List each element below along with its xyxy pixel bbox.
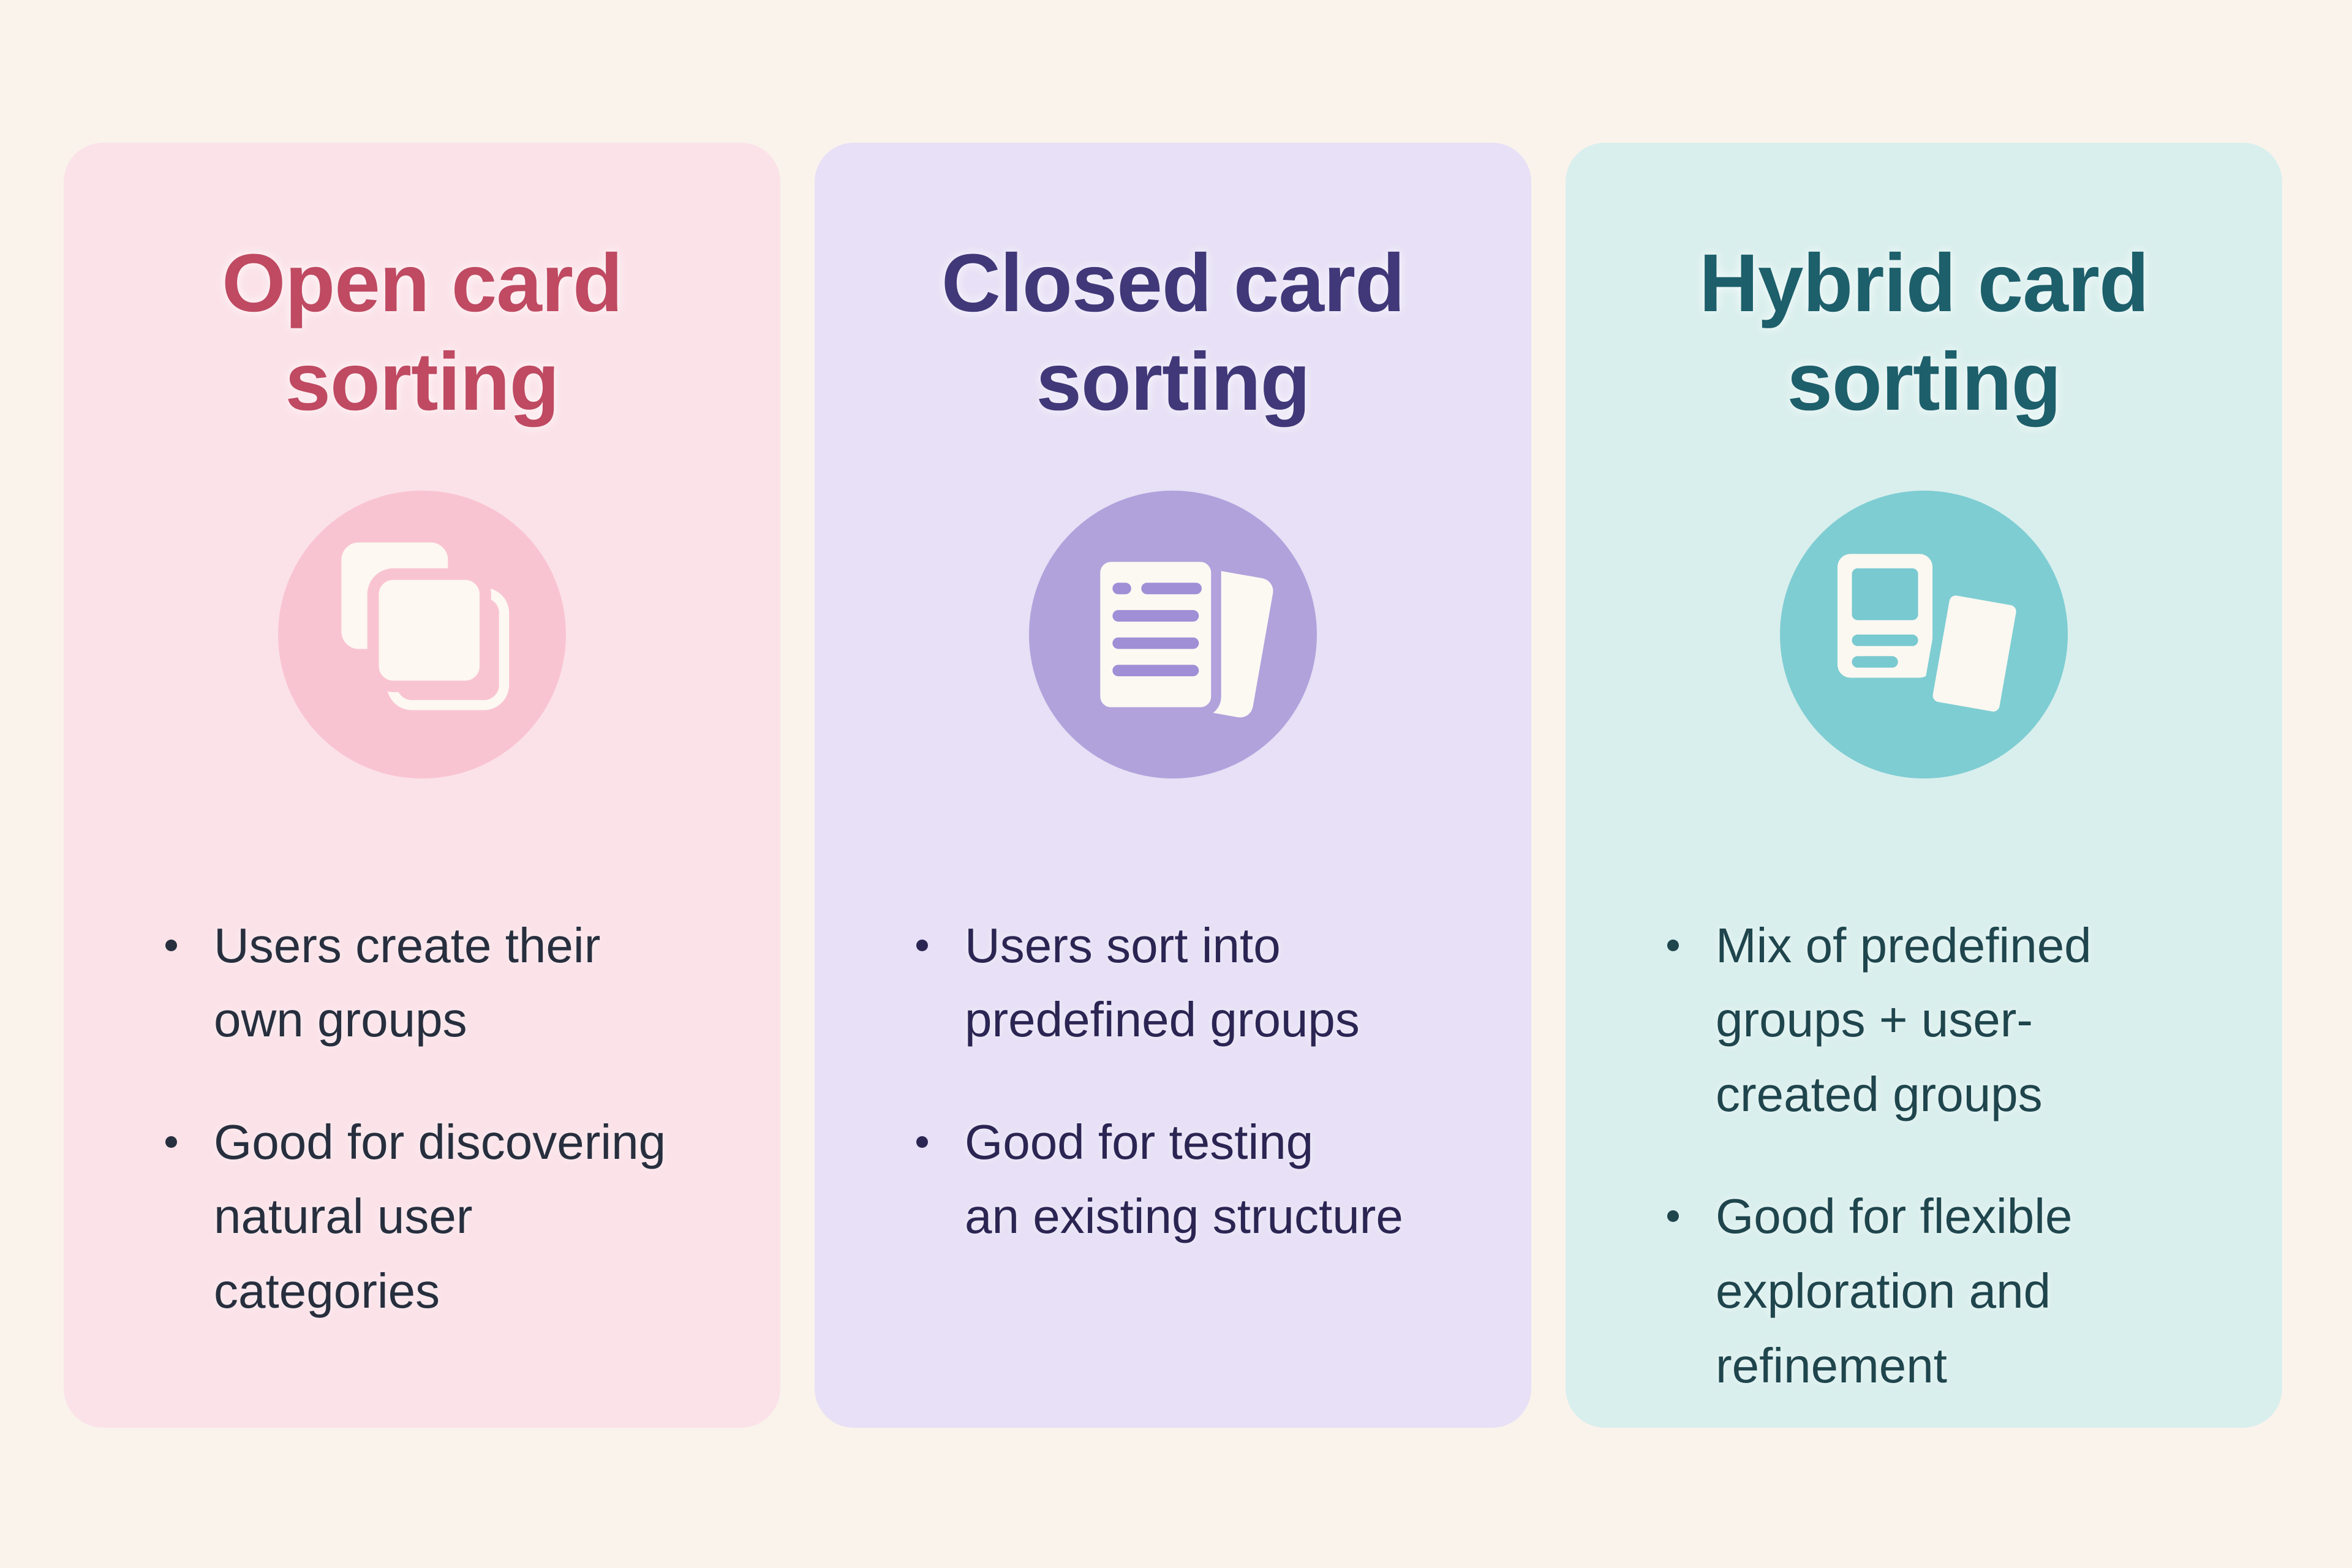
bullet-item: Mix of predefined groups + user- created… (1657, 908, 2221, 1132)
card-title: Closed card sorting (941, 238, 1405, 428)
card-closed-card-sorting: Closed card sorting Users sort into pred… (815, 143, 1531, 1428)
image-card-stack-icon (1566, 490, 2282, 778)
copy-cards-icon (64, 490, 780, 778)
bullet-item: Users sort into predefined groups (907, 908, 1470, 1057)
bullet-list: Mix of predefined groups + user- created… (1566, 908, 2282, 1403)
bullet-item: Good for discovering natural user catego… (156, 1105, 719, 1329)
bullet-list: Users sort into predefined groups Good f… (815, 908, 1531, 1254)
card-title: Hybrid card sorting (1699, 238, 2149, 428)
bullet-item: Good for flexible exploration and refine… (1657, 1179, 2221, 1403)
bullet-item: Users create their own groups (156, 908, 719, 1057)
bullet-list: Users create their own groups Good for d… (64, 908, 780, 1329)
card-open-card-sorting: Open card sorting Users create their own… (64, 143, 780, 1428)
bullet-item: Good for testing an existing structure (907, 1105, 1470, 1254)
document-stack-icon (815, 490, 1531, 778)
card-hybrid-card-sorting: Hybrid card sorting Mix of predefined gr… (1566, 143, 2282, 1428)
card-title: Open card sorting (222, 238, 623, 428)
